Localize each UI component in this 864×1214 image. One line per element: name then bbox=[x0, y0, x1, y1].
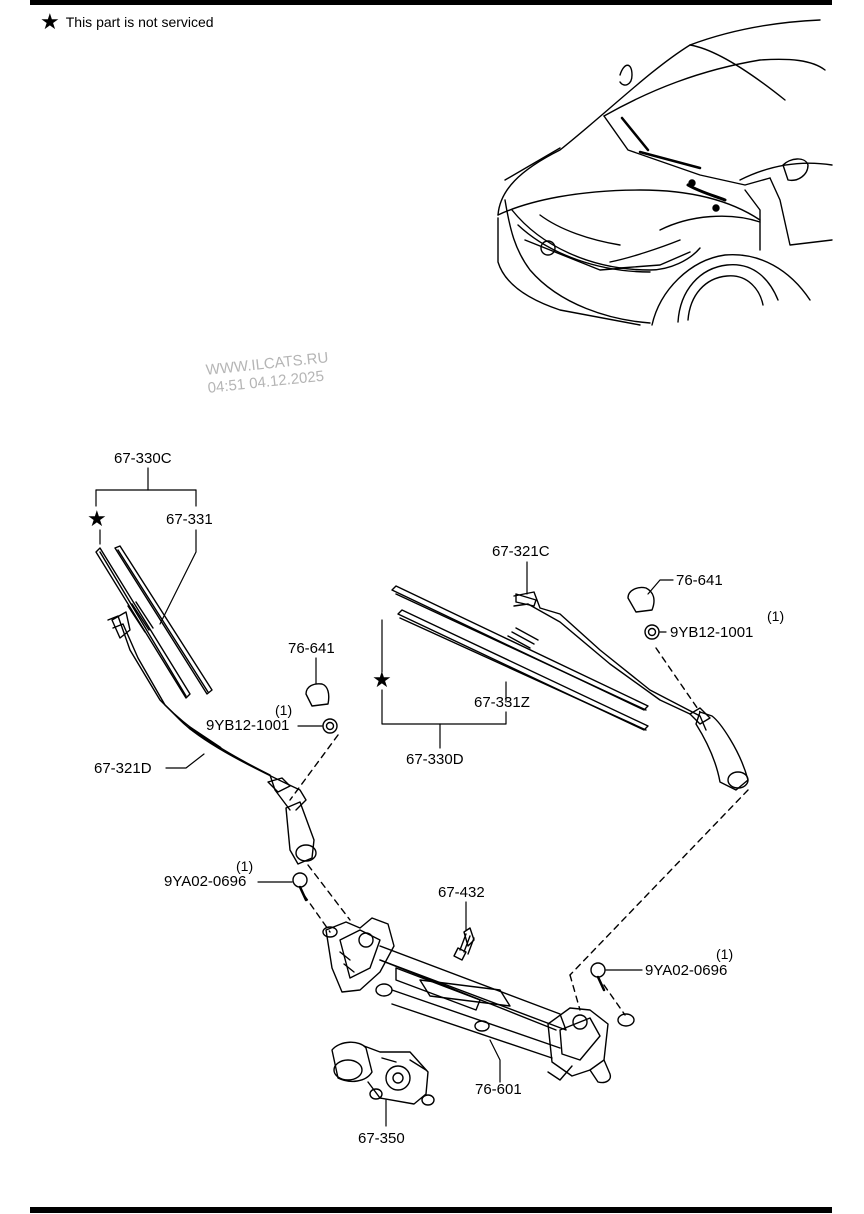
qty-9YA02-left: (1) bbox=[236, 858, 254, 874]
callout-9YB12-1001-left: 9YB12-1001 bbox=[206, 717, 290, 734]
vehicle-locator-illustration bbox=[497, 19, 833, 326]
star-icon: ★ bbox=[40, 9, 60, 34]
callout-67-330C: 67-330C bbox=[114, 450, 172, 467]
legend-text: This part is not serviced bbox=[65, 14, 214, 30]
callout-67-432: 67-432 bbox=[438, 884, 485, 901]
callout-67-321C: 67-321C bbox=[492, 543, 550, 560]
left-cap-and-nut bbox=[305, 683, 338, 734]
right-cap-and-nut bbox=[627, 586, 660, 640]
mounting-bolts bbox=[292, 872, 606, 992]
callout-leaders bbox=[95, 467, 674, 1127]
callout-9YA02-0696-right: 9YA02-0696 bbox=[645, 962, 728, 979]
wiper-motor bbox=[331, 1041, 435, 1106]
callout-76-641-left: 76-641 bbox=[288, 640, 335, 657]
legend: ★ This part is not serviced bbox=[40, 9, 214, 34]
bottom-rule bbox=[30, 1207, 832, 1213]
callout-9YB12-1001-right: 9YB12-1001 bbox=[670, 624, 754, 641]
qty-9YB12-right: (1) bbox=[767, 608, 785, 624]
qty-9YB12-left: (1) bbox=[275, 702, 293, 718]
callout-76-641-right: 76-641 bbox=[676, 572, 723, 589]
callout-67-321D: 67-321D bbox=[94, 760, 152, 777]
top-rule bbox=[30, 0, 832, 5]
star-mark-right: ★ bbox=[372, 667, 392, 692]
callout-67-331: 67-331 bbox=[166, 511, 213, 528]
callout-76-601: 76-601 bbox=[475, 1081, 522, 1098]
callout-67-350: 67-350 bbox=[358, 1130, 405, 1147]
callout-9YA02-0696-left: 9YA02-0696 bbox=[164, 873, 247, 890]
qty-9YA02-right: (1) bbox=[716, 946, 734, 962]
bolt-67-432 bbox=[453, 927, 475, 961]
callout-67-331Z: 67-331Z bbox=[474, 694, 530, 711]
star-mark-left: ★ bbox=[87, 506, 107, 531]
callout-67-330D: 67-330D bbox=[406, 751, 464, 768]
right-wiper-assembly bbox=[391, 585, 749, 1016]
wiper-linkage-frame bbox=[322, 917, 635, 1084]
left-wiper-assembly bbox=[95, 545, 351, 933]
